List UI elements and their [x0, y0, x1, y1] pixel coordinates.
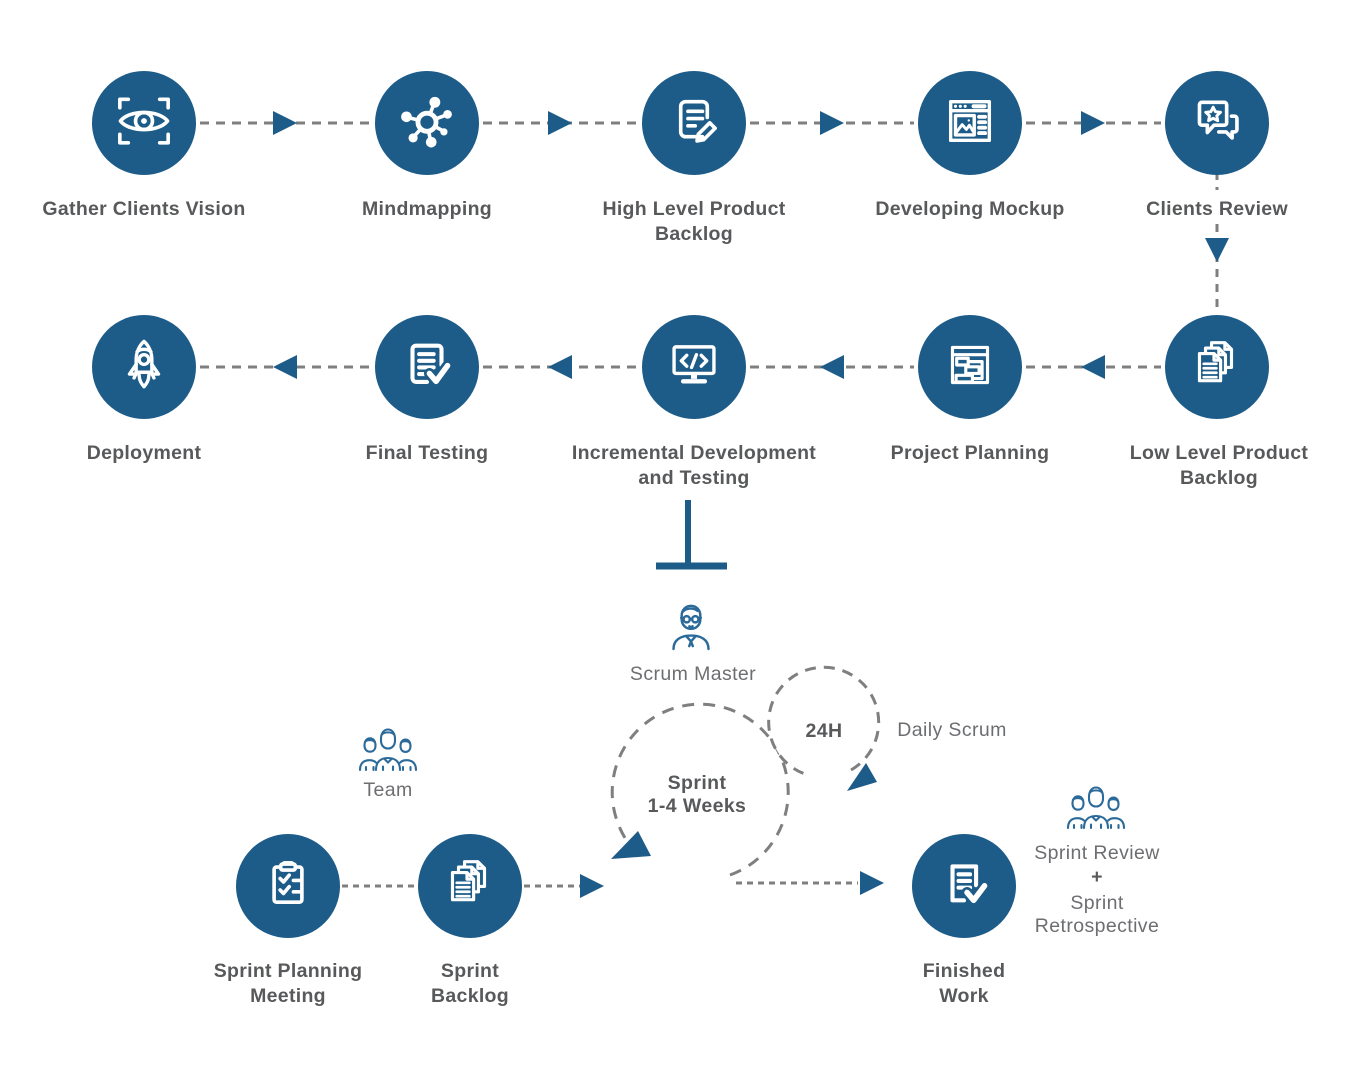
- label-deployment: Deployment: [86, 442, 202, 464]
- daily-scrum-circle: [767, 665, 881, 776]
- chat-star-icon: [1188, 92, 1246, 155]
- node-mindmapping: [375, 71, 479, 175]
- window-wireframe-icon: [941, 336, 999, 399]
- node-incremental-development: [642, 315, 746, 419]
- team-label: Team: [363, 779, 413, 801]
- eye-vision-icon: [115, 92, 173, 155]
- node-finished-work: [912, 834, 1016, 938]
- clipboard-checklist-icon: [259, 855, 317, 918]
- sprint-cycle-circle: [610, 665, 881, 877]
- node-sprint-backlog: [418, 834, 522, 938]
- node-deployment: [92, 315, 196, 419]
- scrum-master-label: Scrum Master: [629, 663, 757, 685]
- rocket-icon: [115, 336, 173, 399]
- people-group-icon: [356, 722, 420, 779]
- label-gather-clients-vision: Gather Clients Vision: [42, 198, 246, 220]
- node-project-planning: [918, 315, 1022, 419]
- label-project-planning: Project Planning: [890, 442, 1050, 464]
- browser-mockup-icon: [941, 92, 999, 155]
- monitor-code-icon: [665, 336, 723, 399]
- node-sprint-planning-meeting: [236, 834, 340, 938]
- node-clients-review: [1165, 71, 1269, 175]
- label-developing-mockup: Developing Mockup: [875, 198, 1065, 220]
- stacked-documents-icon: [441, 855, 499, 918]
- document-check-icon: [398, 336, 456, 399]
- label-mindmapping: Mindmapping: [361, 198, 493, 220]
- finished-document-icon: [935, 855, 993, 918]
- daily-scrum-label: Daily Scrum: [897, 719, 1007, 741]
- document-edit-icon: [665, 92, 723, 155]
- node-low-level-product-backlog: [1165, 315, 1269, 419]
- stacked-documents-icon: [1188, 336, 1246, 399]
- t-connector: [656, 500, 727, 570]
- daily-24h-label: 24H: [805, 720, 843, 742]
- node-gather-clients-vision: [92, 71, 196, 175]
- people-group-icon: [1064, 780, 1128, 837]
- person-glasses-icon: [663, 598, 719, 663]
- label-final-testing: Final Testing: [365, 442, 489, 464]
- label-clients-review: Clients Review: [1146, 198, 1288, 220]
- sprint-label: Sprint 1-4 Weeks: [647, 772, 747, 817]
- node-final-testing: [375, 315, 479, 419]
- sprint-review-retrospective-label: Sprint Review + Sprint Retrospective: [1034, 842, 1160, 937]
- node-high-level-product-backlog: [642, 71, 746, 175]
- daily-scrum-circle-mask: [769, 667, 879, 777]
- mindmap-icon: [398, 92, 456, 155]
- node-developing-mockup: [918, 71, 1022, 175]
- arrowheads: [273, 111, 1229, 898]
